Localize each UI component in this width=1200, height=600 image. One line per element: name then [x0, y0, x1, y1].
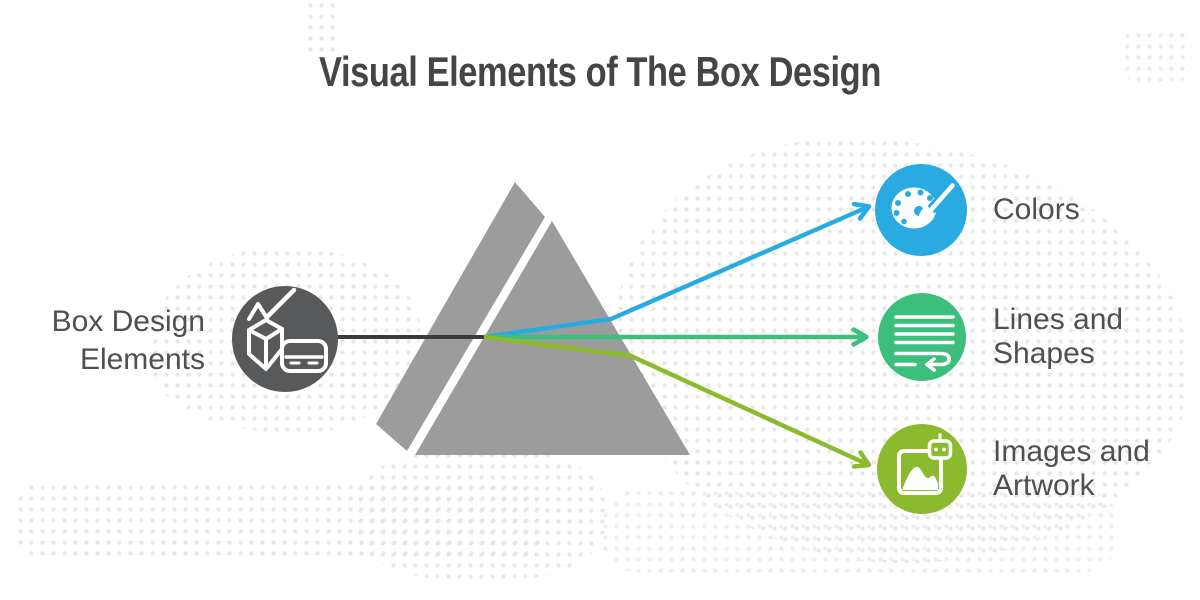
prism-left-slice	[376, 182, 545, 451]
palette-brush-icon	[891, 181, 957, 229]
background-dots	[355, 450, 605, 580]
lines-wrap-arrow-icon	[894, 315, 955, 372]
images-artwork-node-circle	[877, 424, 967, 514]
source-label: Box Design Elements	[0, 303, 205, 379]
prism	[376, 182, 690, 455]
image-robot-icon	[897, 433, 953, 495]
target-label-images-artwork-line-2: Artwork	[993, 469, 1095, 502]
target-label-lines-shapes: Lines and Shapes	[993, 303, 1123, 371]
background-dots	[1122, 30, 1192, 82]
target-label-colors-line-1: Colors	[993, 193, 1080, 226]
background-dots	[305, 0, 341, 55]
target-label-images-artwork-line-1: Images and	[993, 435, 1150, 468]
target-label-lines-shapes-line-1: Lines and	[993, 303, 1124, 336]
target-label-lines-shapes-line-2: Shapes	[993, 337, 1095, 370]
target-label-images-artwork: Images and Artwork	[993, 435, 1150, 503]
beam-images-artwork	[483, 334, 870, 468]
arrowhead-colors	[851, 201, 872, 221]
target-label-colors: Colors	[993, 193, 1080, 227]
box-design-icon	[247, 287, 328, 373]
arrowhead-lines-shapes	[851, 327, 869, 347]
arrowhead-images-artwork	[851, 450, 872, 469]
background-dots	[600, 488, 1120, 573]
source-label-line-1: Box Design	[51, 305, 205, 338]
page-title: Visual Elements of The Box Design	[319, 48, 881, 95]
source-label-line-2: Elements	[79, 343, 205, 376]
beam-colors	[483, 204, 870, 340]
lines-shapes-node-circle	[878, 293, 966, 381]
